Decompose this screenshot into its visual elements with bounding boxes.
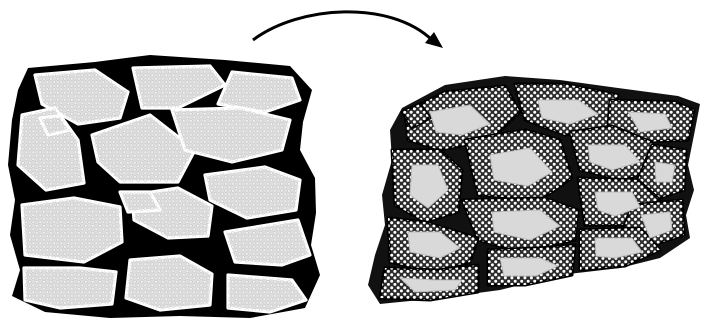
right-aggregate (368, 76, 700, 304)
left-grain (24, 268, 116, 308)
right-grains (380, 84, 694, 300)
right-grain-core (655, 162, 675, 182)
left-aggregate (8, 55, 320, 318)
arrow-shaft (253, 12, 432, 40)
transformation-arrow (253, 12, 443, 48)
